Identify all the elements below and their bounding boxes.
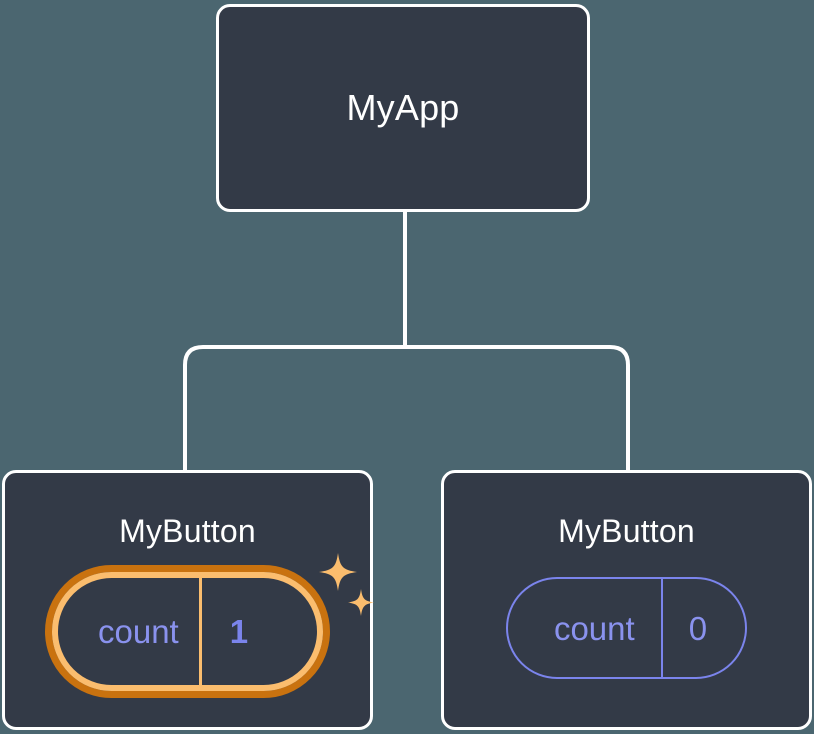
sparkle-large-icon — [319, 553, 357, 591]
state-badge-right[interactable]: count 0 — [505, 577, 748, 679]
edge-branch-bar — [183, 345, 630, 470]
state-badge-left-glow-ring — [45, 565, 330, 698]
state-badge-left-ring: count 1 — [52, 572, 323, 691]
sparkle-small-icon — [348, 589, 374, 616]
state-badge-left[interactable]: count 1 — [45, 553, 374, 698]
node-myapp[interactable]: MyApp — [216, 4, 590, 212]
state-badge-right-value: 0 — [660, 579, 745, 677]
state-badge-left-key: count — [98, 613, 179, 650]
sparkles-group — [319, 553, 374, 616]
node-mybutton-right[interactable]: MyButton count 0 — [441, 470, 812, 730]
state-badge-left-value: 1 — [198, 578, 296, 685]
node-myapp-title: MyApp — [346, 87, 460, 128]
node-mybutton-right-title: MyButton — [558, 513, 695, 549]
node-mybutton-left-title: MyButton — [119, 513, 256, 549]
state-badge-right-ring: count 0 — [505, 577, 748, 679]
state-badge-right-key: count — [553, 609, 635, 647]
node-mybutton-left[interactable]: MyButton count 1 — [2, 470, 374, 730]
